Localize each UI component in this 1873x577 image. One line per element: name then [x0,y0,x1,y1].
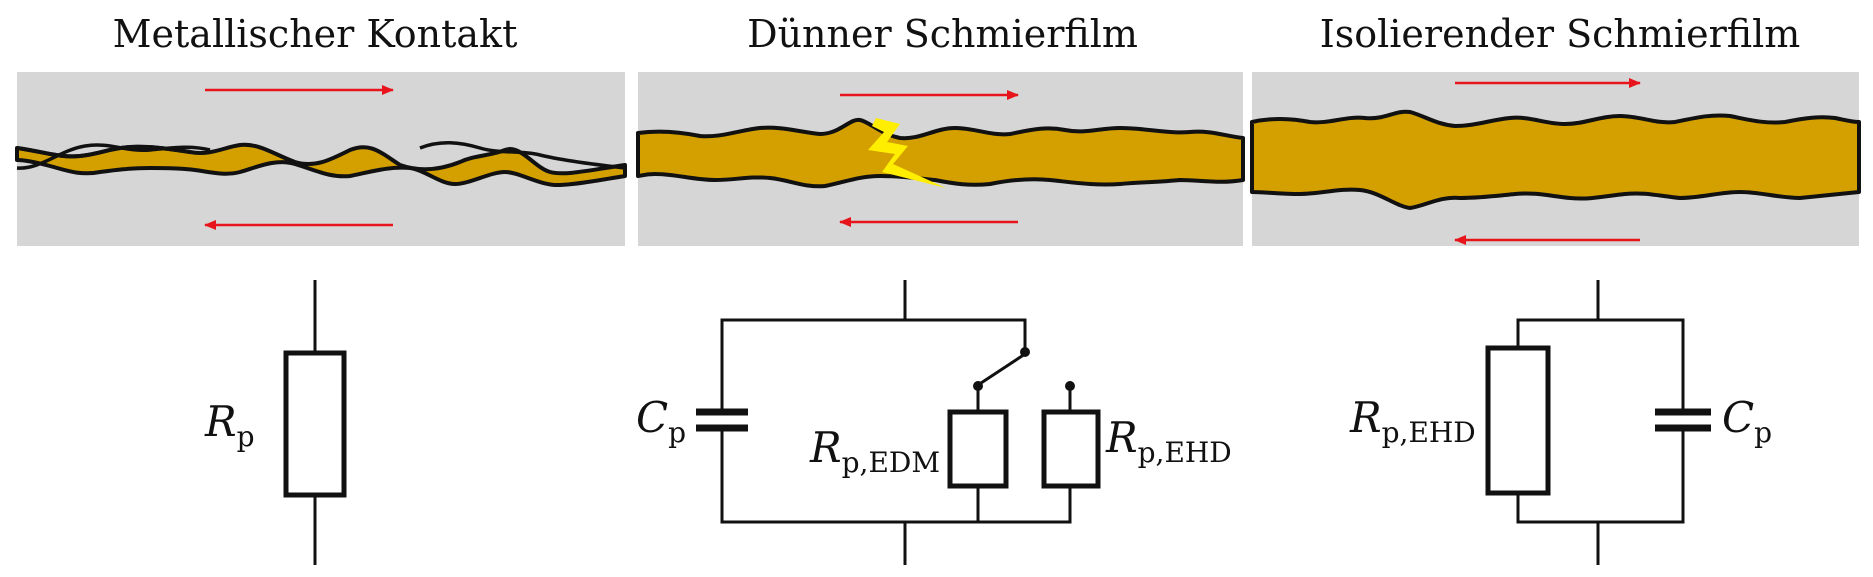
panel-thin-film [636,72,1245,246]
label-rp-ehd: Rp,EHD [1349,393,1476,449]
panel-title-thin-film: Dünner Schmierfilm [747,12,1138,56]
resistor-rp-ehd [1485,345,1551,496]
circuit-thin-film [696,280,1101,565]
wire-outer-bottom [1516,428,1685,524]
panel-insulating-film [1250,72,1861,246]
switch-blade [977,352,1026,387]
lubricant-film [1250,109,1861,210]
upper-surface-profile-2 [16,143,211,170]
resistor-rp-edm [947,409,1009,489]
panel-title-insulating: Isolierender Schmierfilm [1319,12,1801,56]
circuit-insulating [1485,280,1711,565]
switch-contact-1 [1020,347,1030,357]
lower-surface-profile [419,141,626,170]
switch-contact-2 [973,381,983,391]
resistor-rp-ehd [1041,409,1101,489]
panel-metallic-contact [15,72,627,246]
resistor-rp [283,350,347,498]
circuit-metallic [283,280,347,565]
wire-outer-top [1516,318,1685,412]
label-rp: Rp [204,397,255,453]
label-rp-edm: Rp,EDM [809,423,940,479]
label-rp-ehd: Rp,EHD [1105,413,1232,469]
lubricant-film [636,117,1245,189]
spark-icon [868,118,946,188]
lubricant-film [15,142,627,188]
switch-contact-3 [1065,381,1075,391]
panel-title-metallic: Metallischer Kontakt [112,12,518,56]
label-cp: Cp [1722,393,1772,449]
label-cp: Cp [636,393,686,449]
wire-bottom [720,456,1072,524]
wire-outer [720,318,1027,412]
